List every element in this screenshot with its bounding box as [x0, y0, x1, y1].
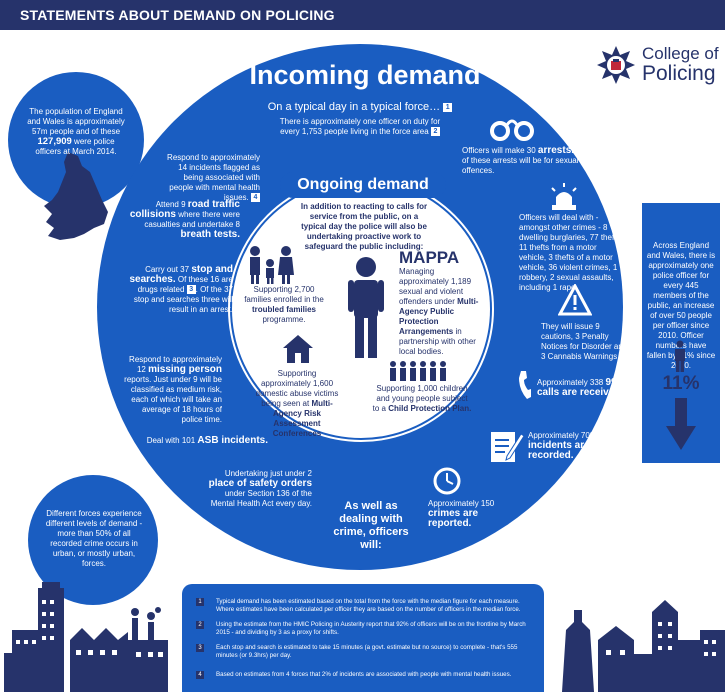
siren-icon: [551, 183, 577, 210]
population-text: The population of England and Wales is a…: [27, 107, 125, 156]
clock-icon: [433, 467, 461, 495]
college-of-policing-logo: College of Policing: [596, 42, 721, 90]
note-marker-1: 1: [443, 102, 453, 112]
recorded-item: Approximately 709 incidents are recorded…: [528, 431, 595, 461]
mental-health-item: Respond to approximately 14 incidents fl…: [167, 153, 260, 203]
calls-item: Approximately 338 999 calls are received…: [537, 377, 624, 398]
logo-line-1: College of: [642, 44, 719, 63]
reported-item: Approximately 150 crimes are reported.: [428, 499, 495, 529]
forces-text: Different forces experience different le…: [45, 509, 143, 568]
logo-line-2: Policing: [642, 62, 716, 85]
incoming-demand-heading: Incoming demand: [249, 60, 481, 90]
notepad-pen-icon: [491, 432, 525, 462]
family-icon: [250, 246, 294, 284]
safety-orders-item: Undertaking just under 2 place of safety…: [208, 469, 312, 508]
officer-decline-percent: 11%: [662, 373, 700, 394]
families-item: Supporting 2,700 families enrolled in th…: [244, 285, 324, 324]
arrests-item: Officers will make 30 arrests. 1.6 of th…: [462, 145, 588, 176]
as-well-as-heading: As well as dealing with crime, officers …: [333, 500, 409, 551]
officer-ratio-text: There is approximately one officer on du…: [279, 117, 441, 137]
road-traffic-item: Attend 9 road traffic collisions where t…: [129, 199, 240, 240]
note-marker-2: 2: [430, 127, 440, 137]
ongoing-demand-heading: Ongoing demand: [280, 172, 446, 198]
phone-icon: [519, 371, 531, 399]
police-star-icon: [597, 46, 635, 84]
crimes-dealt-item: Officers will deal with - amongst other …: [519, 213, 623, 292]
mappa-heading: MAPPA: [399, 248, 460, 267]
missing-person-item: Respond to approximately 12 missing pers…: [124, 355, 222, 424]
mappa-item: Managing approximately 1,189 sexual and …: [399, 267, 479, 356]
england-wales-map-icon: [44, 152, 108, 240]
children-item: Supporting 1,000 children and young peop…: [372, 384, 472, 413]
stop-search-item: Carry out 37 stop and searches. Of these…: [129, 264, 233, 315]
domestic-abuse-item: Supporting approximately 1,600 domestic …: [255, 369, 339, 438]
header-bar: STATEMENTS ABOUT DEMAND ON POLICING: [0, 0, 725, 30]
person-figure-icon: [348, 257, 384, 358]
officer-figure-icon: [675, 340, 685, 372]
page-title: STATEMENTS ABOUT DEMAND ON POLICING: [20, 7, 335, 23]
cautions-item: They will issue 9 cautions, 3 Penalty No…: [541, 322, 628, 361]
typical-day-heading: On a typical day in a typical force… 1: [250, 101, 470, 113]
warning-triangle-icon: [558, 284, 592, 316]
house-icon: [283, 335, 313, 363]
asb-item: Deal with 101 ASB incidents.: [146, 435, 268, 446]
ongoing-intro: In addition to reacting to calls for ser…: [300, 202, 428, 251]
down-arrow-icon: [666, 398, 696, 450]
handcuffs-icon: [490, 119, 534, 141]
children-group-icon: [390, 361, 446, 381]
